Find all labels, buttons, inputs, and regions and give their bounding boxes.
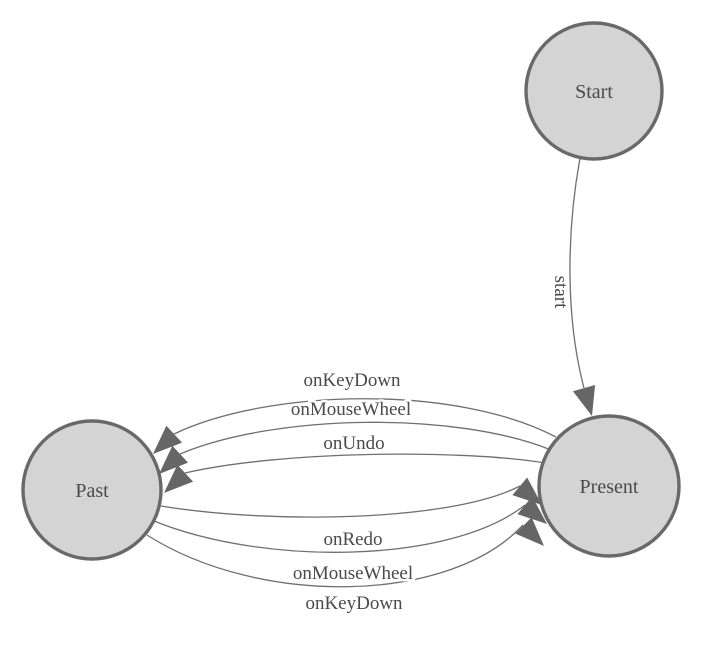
- node-label-start: Start: [575, 81, 613, 103]
- transition-edge-onRedo-to-present[interactable]: [160, 485, 521, 518]
- edge-label-onRedo-to-present: onRedo: [323, 529, 382, 550]
- transition-edge-onKeyDown-to-present[interactable]: [146, 524, 524, 588]
- edge-arrowhead-onRedo-to-present: [512, 477, 542, 505]
- transition-edge-onMouseWheel-to-past[interactable]: [179, 421, 552, 455]
- edge-arrowhead-start-transition: [572, 384, 596, 416]
- edge-arrowhead-onKeyDown-to-past: [153, 425, 183, 454]
- transition-edge-start-transition[interactable]: [569, 157, 585, 389]
- state-node-start[interactable]: Start: [524, 21, 664, 161]
- edge-label-onUndo-to-past: onUndo: [323, 433, 384, 454]
- edge-label-start-transition: start: [550, 276, 571, 309]
- edge-label-onKeyDown-to-past: onKeyDown: [303, 370, 401, 391]
- edge-arrowhead-onMouseWheel-to-present: [517, 496, 547, 524]
- transition-edge-onUndo-to-past[interactable]: [184, 453, 546, 474]
- transition-edge-onMouseWheel-to-present[interactable]: [153, 504, 526, 553]
- edge-label-onMouseWheel-to-present: onMouseWheel: [293, 563, 413, 584]
- state-node-past[interactable]: Past: [21, 419, 163, 561]
- edge-label-onKeyDown-to-present: onKeyDown: [305, 593, 403, 614]
- transition-edge-onKeyDown-to-past[interactable]: [173, 398, 557, 438]
- node-label-past: Past: [75, 480, 109, 502]
- edge-arrowhead-onMouseWheel-to-past: [159, 445, 189, 474]
- state-circle-present[interactable]: [537, 414, 681, 558]
- state-node-present[interactable]: Present: [537, 414, 681, 558]
- state-circle-past[interactable]: [21, 419, 163, 561]
- edge-arrowhead-onUndo-to-past: [164, 464, 194, 493]
- node-label-present: Present: [580, 476, 639, 498]
- edge-label-onMouseWheel-to-past: onMouseWheel: [291, 399, 411, 420]
- state-circle-start[interactable]: [524, 21, 664, 161]
- edge-arrowhead-onKeyDown-to-present: [515, 517, 544, 546]
